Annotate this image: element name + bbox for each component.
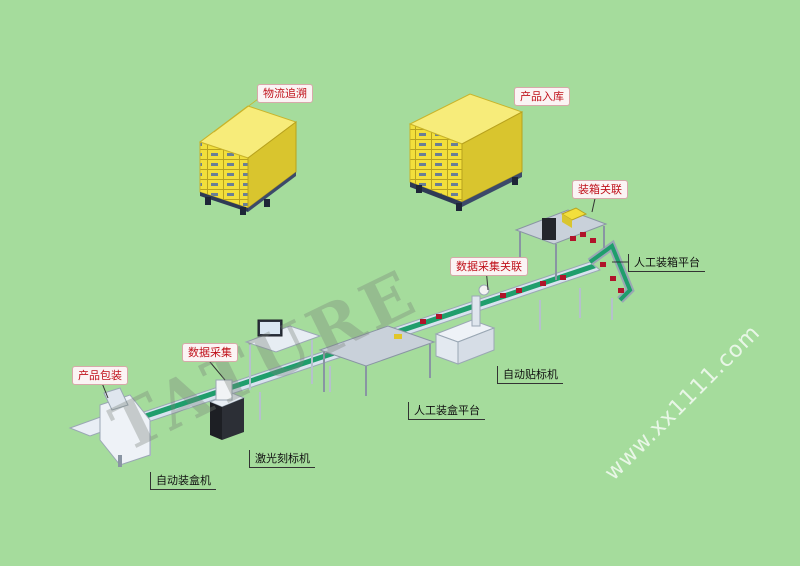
label-carton-association: 装箱关联 [572, 180, 628, 199]
label-product-packaging: 产品包装 [72, 366, 128, 385]
carton-station [514, 207, 608, 280]
manual-boxing-platform-table [318, 325, 436, 396]
label-auto-labeler: 自动贴标机 [497, 366, 563, 384]
label-data-collection: 数据采集 [182, 343, 238, 362]
label-data-collection-association: 数据采集关联 [450, 257, 528, 276]
auto-boxing-machine [68, 387, 151, 467]
label-logistics-trace: 物流追溯 [257, 84, 313, 103]
label-manual-carton-platform: 人工装箱平台 [628, 254, 705, 272]
auto-labeler [434, 284, 496, 365]
data-collection-workstation [244, 319, 322, 390]
pallet-stack-left [198, 95, 298, 215]
pallet-stack-right [408, 93, 524, 211]
laser-marker [208, 379, 246, 440]
label-laser-marker: 激光刻标机 [249, 450, 315, 468]
label-product-warehousing: 产品入库 [514, 87, 570, 106]
label-manual-boxing-platform: 人工装盒平台 [408, 402, 485, 420]
label-auto-boxing-machine: 自动装盒机 [150, 472, 216, 490]
